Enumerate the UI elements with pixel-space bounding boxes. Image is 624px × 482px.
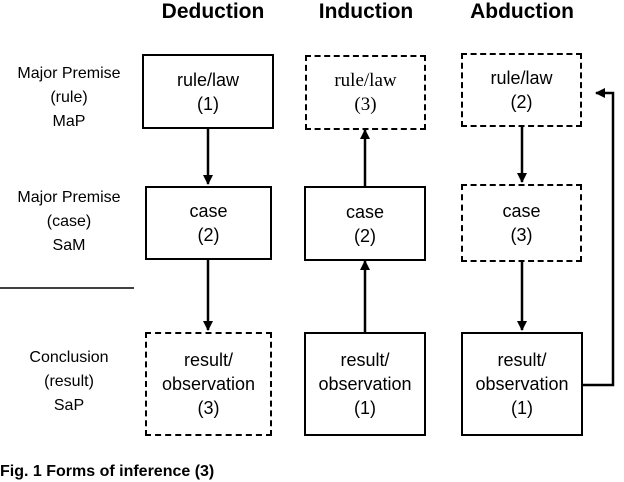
header-abduction: Abduction: [470, 0, 574, 23]
header-induction: Induction: [318, 0, 414, 23]
deduction-rule-title: rule/law: [176, 69, 240, 90]
header-deduction: Deduction: [161, 0, 265, 23]
row-label-result-line2: (result): [44, 373, 94, 390]
row-label-case-line2: (case): [46, 213, 92, 230]
arrows-layer: [0, 88, 615, 387]
deduction-rule-order: (1): [197, 93, 219, 114]
induction-rule-title: rule/law: [334, 69, 397, 91]
deduction-result-box: result/ observation (3): [145, 332, 272, 436]
abduction-result-box: result/ observation (1): [461, 332, 583, 436]
row-label-rule-line1: Major Premise: [17, 65, 121, 82]
induction-rule-box: rule/law (3): [305, 55, 426, 130]
abduction-case-order: (3): [510, 225, 533, 245]
row-label-rule-line3: MaP: [52, 113, 86, 130]
deduction-result-title: result/: [183, 350, 234, 370]
induction-case-box: case (2): [304, 186, 426, 261]
deduction-result-order: (3): [197, 398, 220, 418]
induction-result-box: result/ observation (1): [304, 332, 426, 436]
induction-case-order: (2): [354, 225, 376, 246]
abduction-case-title: case: [502, 201, 541, 221]
abduction-rule-box: rule/law (2): [461, 53, 582, 127]
row-label-case-line3: SaM: [52, 237, 86, 254]
abduction-rule-order: (2): [510, 92, 533, 112]
induction-result-subtitle: observation: [318, 374, 412, 394]
row-label-rule-line2: (rule): [50, 89, 88, 106]
row-label-case-line1: Major Premise: [17, 189, 121, 206]
induction-rule-order: (3): [354, 93, 377, 115]
deduction-case-order: (2): [197, 225, 220, 245]
row-label-result: Conclusion (result) SaP: [0, 346, 138, 418]
figure-caption: Fig. 1 Forms of inference (3): [0, 463, 215, 480]
row-label-rule: Major Premise (rule) MaP: [0, 62, 138, 134]
deduction-case-box: case (2): [145, 186, 272, 260]
row-label-result-line1: Conclusion: [29, 349, 109, 366]
arrow-abduction-result-to-rule: [583, 88, 615, 387]
row-label-result-line3: SaP: [53, 397, 85, 414]
induction-case-title: case: [345, 201, 385, 222]
abduction-result-title: result/: [497, 350, 547, 370]
row-label-case: Major Premise (case) SaM: [0, 186, 138, 258]
abduction-result-subtitle: observation: [475, 374, 569, 394]
deduction-result-subtitle: observation: [161, 374, 256, 394]
induction-result-order: (1): [354, 398, 376, 418]
deduction-rule-box: rule/law (1): [142, 54, 274, 129]
deduction-case-title: case: [189, 201, 228, 221]
abduction-result-order: (1): [511, 398, 533, 418]
induction-result-title: result/: [340, 350, 390, 370]
abduction-rule-title: rule/law: [490, 68, 553, 88]
abduction-case-box: case (3): [461, 184, 582, 262]
